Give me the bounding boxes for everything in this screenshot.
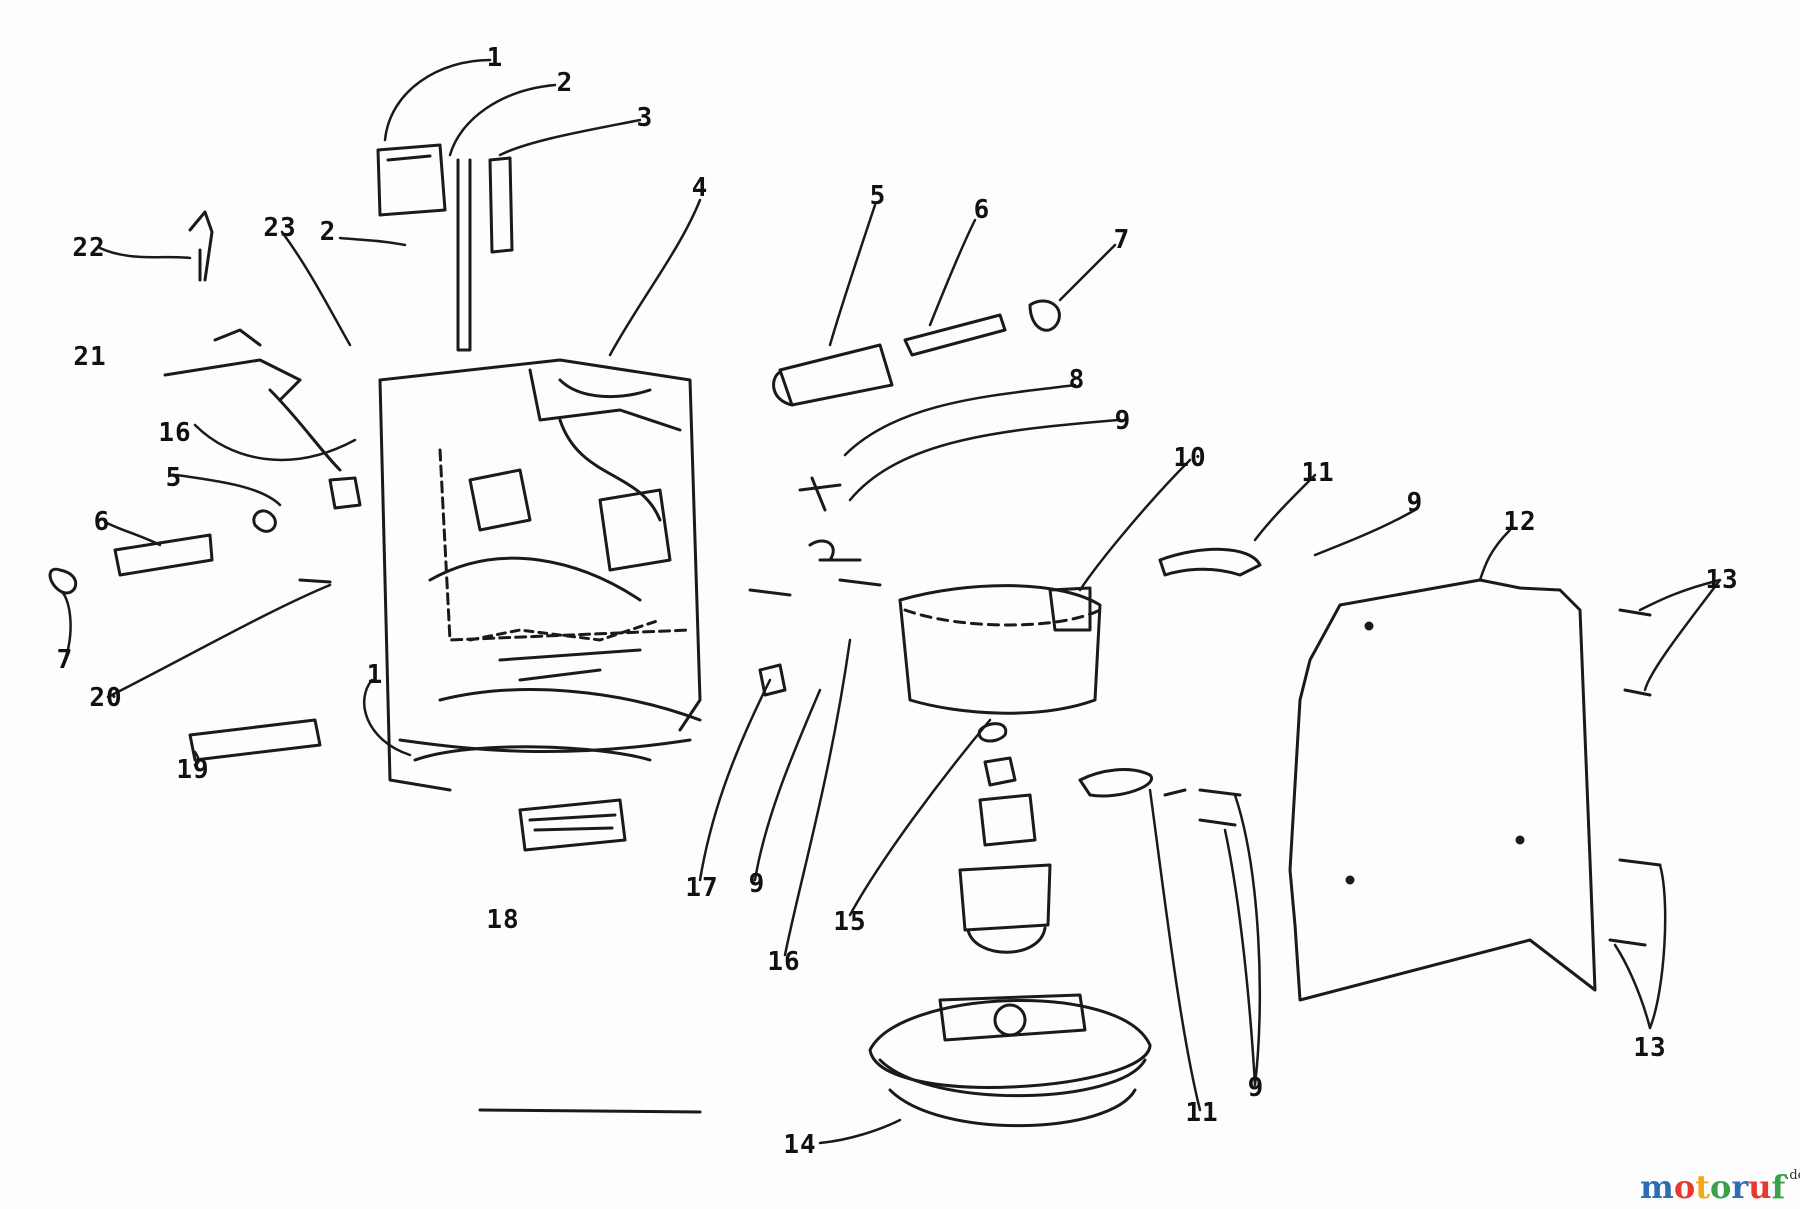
callout-label: 11 xyxy=(1301,458,1335,488)
watermark-letter: m xyxy=(1640,1168,1674,1206)
watermark-letter: u xyxy=(1748,1168,1772,1206)
callout-label: 3 xyxy=(636,103,654,133)
watermark-letter: o xyxy=(1709,1168,1732,1206)
misc-parts xyxy=(413,608,1662,1114)
callout-label: 22 xyxy=(72,233,106,263)
callout-label: 23 xyxy=(263,213,297,243)
callout-label: 13 xyxy=(1705,565,1739,595)
leader-lines xyxy=(60,58,1722,1145)
main-housing xyxy=(378,358,702,792)
watermark-letter: o xyxy=(1673,1168,1696,1206)
callout-label: 5 xyxy=(869,181,887,211)
callout-label: 9 xyxy=(748,869,766,899)
callout-label: 20 xyxy=(89,683,123,713)
watermark-letter: f xyxy=(1771,1168,1786,1206)
watermark-logo: motoruf.de xyxy=(1640,1168,1800,1206)
motor-base xyxy=(898,547,1262,715)
callout-label: 14 xyxy=(783,1130,817,1160)
callout-label: 2 xyxy=(556,68,574,98)
left-small-parts xyxy=(48,210,362,762)
callout-label: 6 xyxy=(93,507,111,537)
callout-label: 7 xyxy=(1113,225,1131,255)
watermark-letter: r xyxy=(1731,1168,1749,1206)
callout-label: 17 xyxy=(685,873,719,903)
callout-label: 16 xyxy=(158,418,192,448)
callout-label: 8 xyxy=(1068,365,1086,395)
watermark-text: motoruf xyxy=(1640,1168,1785,1206)
watermark-letter: t xyxy=(1695,1168,1710,1206)
right-upper-parts xyxy=(748,299,1061,597)
callout-label: 9 xyxy=(1114,406,1132,436)
watermark-suffix: .de xyxy=(1785,1168,1800,1183)
callout-label: 16 xyxy=(767,947,801,977)
agitator-assembly xyxy=(868,756,1152,1128)
cover-panel xyxy=(1288,578,1597,1002)
callout-label: 4 xyxy=(691,173,709,203)
callout-label: 13 xyxy=(1633,1033,1667,1063)
callout-label: 18 xyxy=(486,905,520,935)
callout-label: 7 xyxy=(56,645,74,675)
callout-label: 11 xyxy=(1185,1098,1219,1128)
callout-label: 9 xyxy=(1247,1073,1265,1103)
callout-label: 1 xyxy=(366,660,384,690)
callout-label: 6 xyxy=(973,195,991,225)
callout-label: 15 xyxy=(833,907,867,937)
callout-label: 19 xyxy=(176,755,210,785)
callout-label: 1 xyxy=(486,43,504,73)
callout-label: 9 xyxy=(1406,488,1424,518)
callout-label: 5 xyxy=(165,463,183,493)
callout-label: 21 xyxy=(73,342,107,372)
callout-label: 2 xyxy=(319,217,337,247)
callout-label: 10 xyxy=(1173,443,1207,473)
handle-column xyxy=(376,143,514,352)
callout-label: 12 xyxy=(1503,507,1537,537)
